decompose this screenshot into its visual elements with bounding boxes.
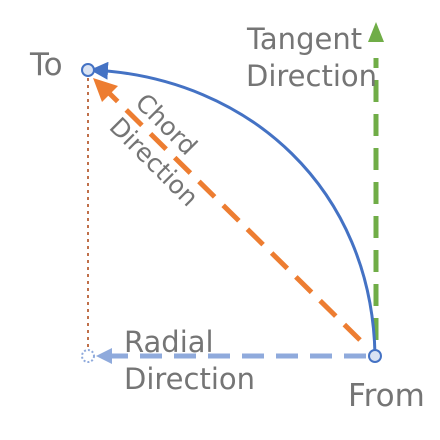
radial-label-line2: Direction	[124, 362, 255, 396]
tangent-direction-arrowhead	[368, 22, 384, 42]
radial-direction-arrowhead	[96, 348, 112, 364]
arc-path	[90, 61, 377, 356]
tangent-label-line2: Direction	[246, 59, 377, 93]
to-label: To	[29, 47, 63, 83]
radial-endpoint	[81, 349, 95, 363]
chord-direction-line	[104, 88, 362, 342]
chord-direction-arrowhead	[93, 78, 118, 102]
from-label: From	[348, 378, 425, 414]
from-point	[368, 349, 382, 363]
radial-label-line1: Radial	[124, 325, 214, 359]
tangent-label-line1: Tangent	[246, 22, 362, 56]
to-point	[81, 63, 95, 77]
